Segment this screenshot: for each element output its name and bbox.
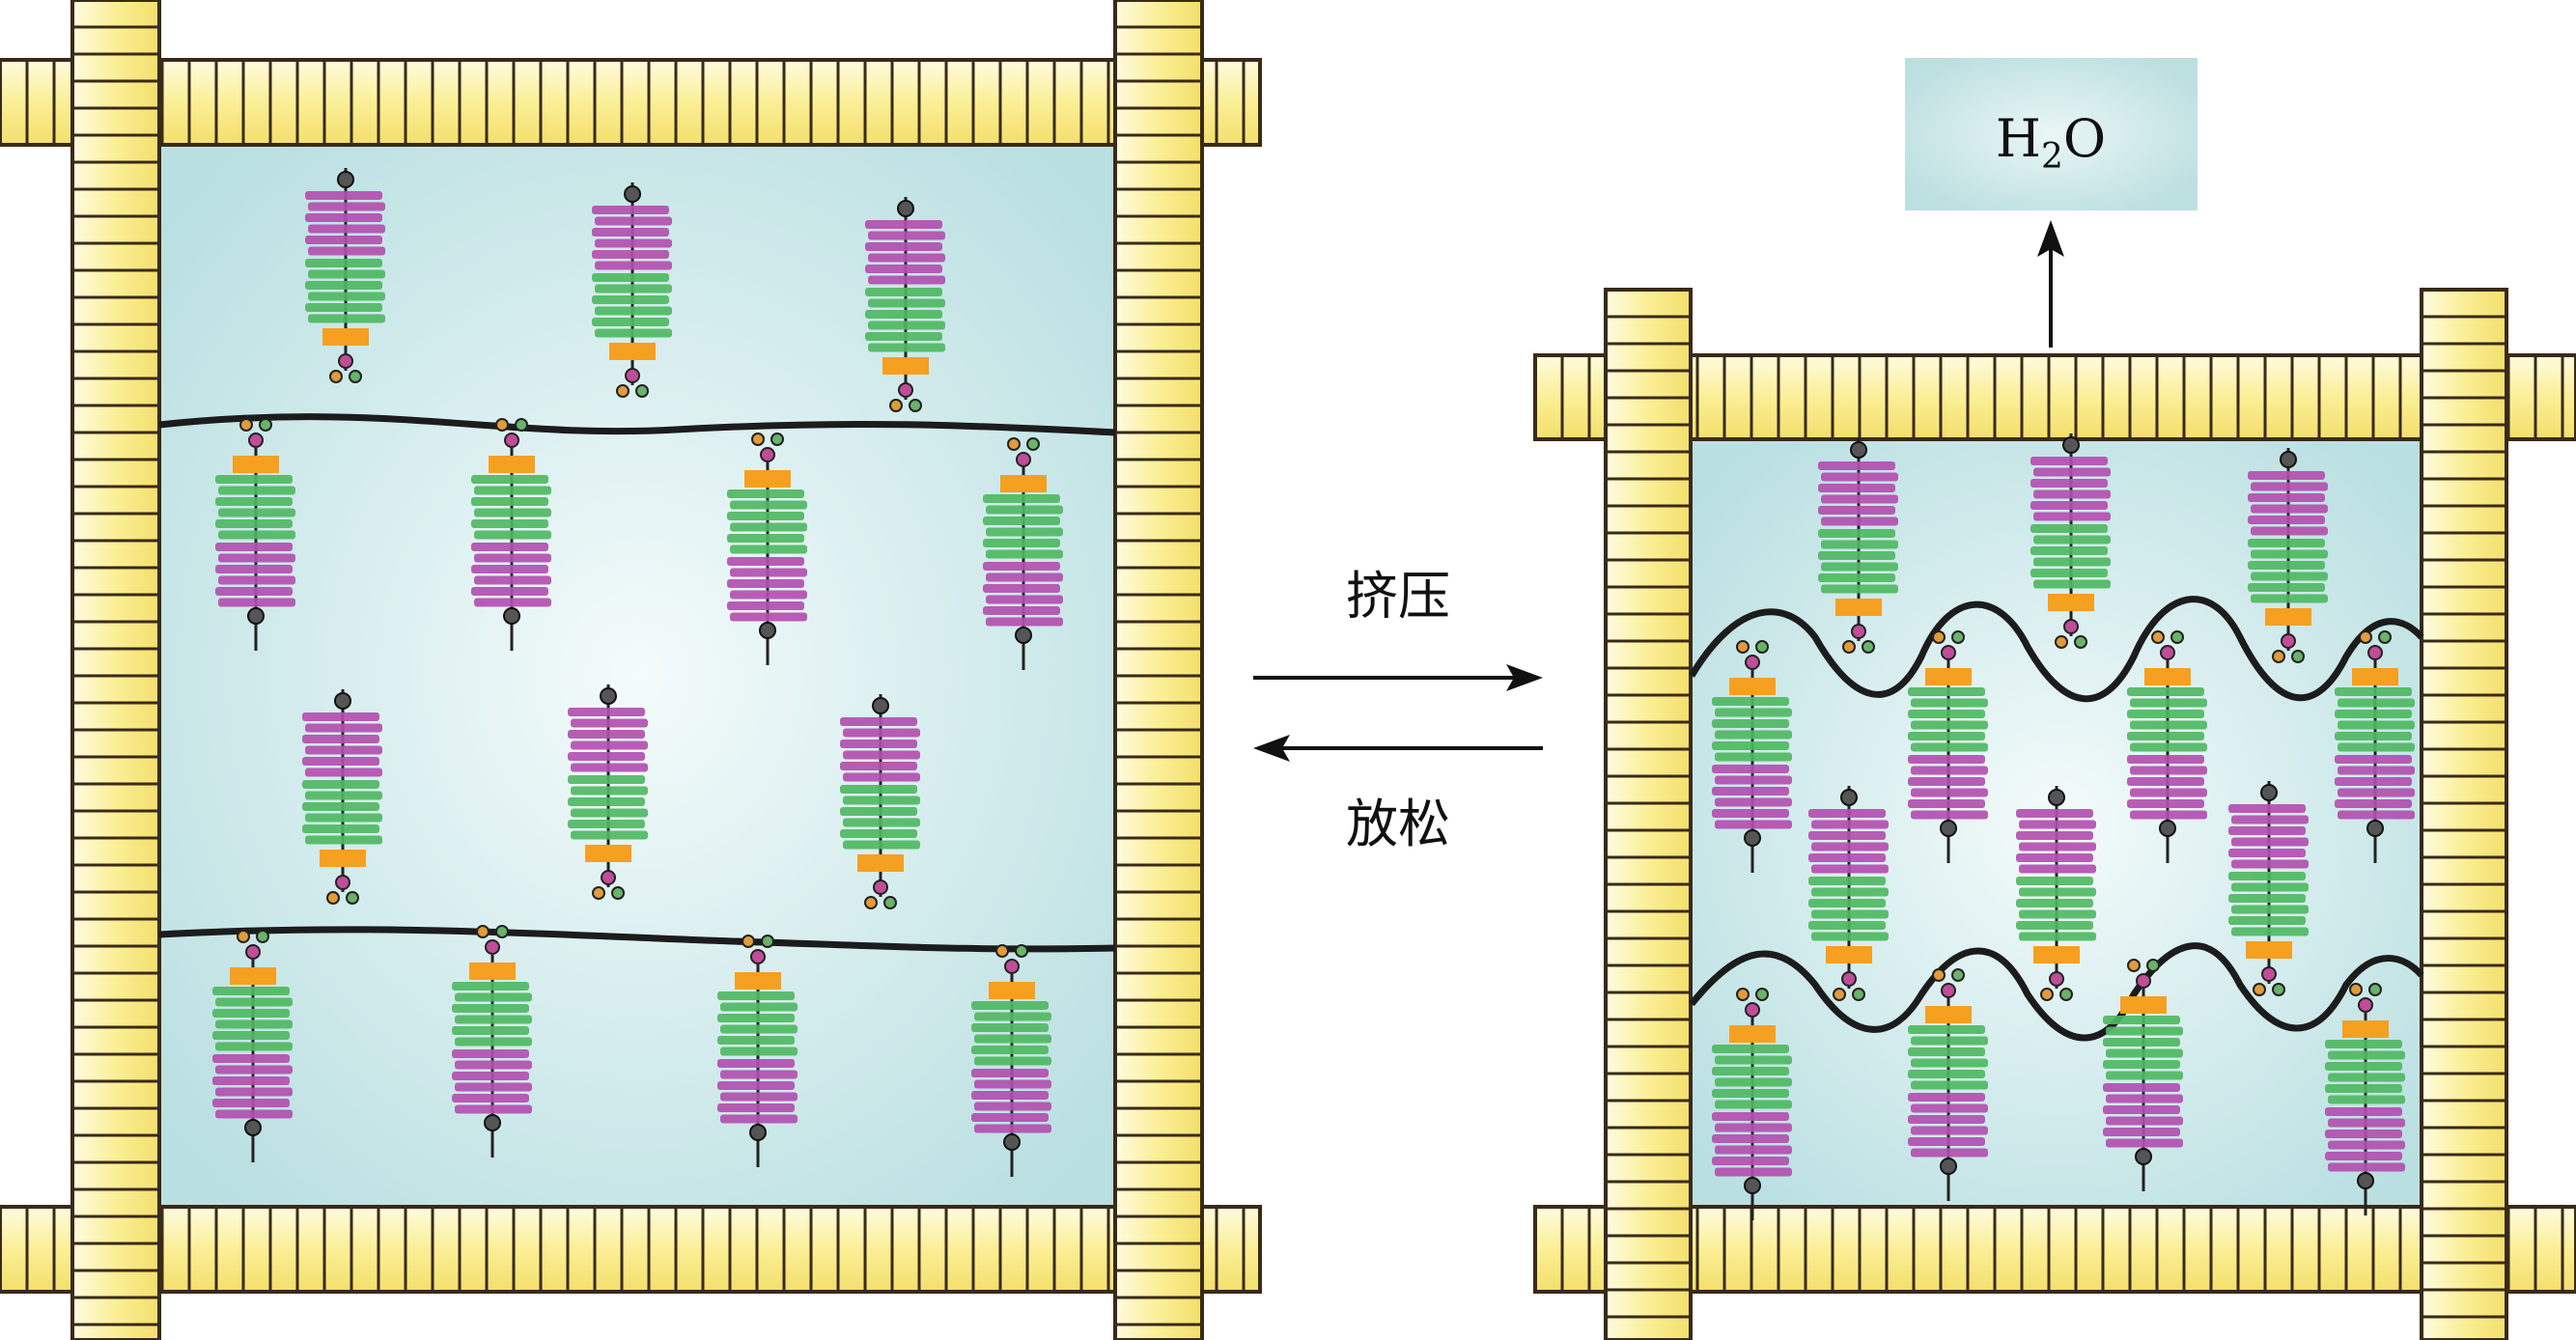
arrow-right-icon (1253, 664, 1543, 691)
right-left-post (1604, 288, 1693, 1340)
water-box (1905, 58, 2198, 210)
proteoglycan-molecule (1712, 988, 1792, 1220)
right-upper-strand-2 (1689, 942, 2424, 1042)
right-right-post (2420, 288, 2508, 1340)
left-upper-strand (158, 413, 1116, 436)
proteoglycan-molecule (2228, 781, 2309, 996)
proteoglycan-molecule (2103, 959, 2183, 1191)
water-tail: O (2063, 108, 2106, 169)
left-lower-strand (158, 926, 1116, 953)
right-upper-strand (1688, 596, 2424, 703)
process-arrows: 挤压 放松 (1253, 566, 1543, 854)
proteoglycan-molecule (840, 694, 920, 909)
left-right-post (1113, 0, 1204, 1340)
proteoglycan-molecule (971, 944, 1051, 1177)
proteoglycan-molecule (592, 182, 672, 398)
proteoglycan-molecule (215, 418, 295, 651)
proteoglycan-molecule (2016, 786, 2096, 1001)
arrow-left-icon (1253, 735, 1543, 762)
proteoglycan-molecule (1712, 640, 1792, 873)
compressed-state-panel (1533, 288, 2576, 1340)
left-molecules (212, 168, 1063, 1177)
relaxed-state-panel (0, 0, 1262, 1340)
water-subscript: 2 (2041, 137, 2063, 177)
proteoglycan-molecule (2248, 448, 2328, 663)
proteoglycan-molecule (302, 689, 382, 905)
release-label: 放松 (1346, 794, 1450, 854)
arrow-up-icon (2037, 220, 2064, 348)
water-output: H2O (1905, 58, 2198, 348)
proteoglycan-molecule (727, 433, 807, 665)
proteoglycan-molecule (1908, 630, 1988, 863)
proteoglycan-molecule (717, 935, 798, 1167)
left-top-beam (0, 58, 1262, 147)
proteoglycan-molecule (2325, 983, 2405, 1215)
proteoglycan-molecule (305, 168, 385, 383)
proteoglycan-molecule (568, 684, 648, 900)
right-beam-frame (1533, 288, 2576, 1340)
proteoglycan-molecule (865, 197, 945, 412)
proteoglycan-molecule (212, 930, 293, 1162)
proteoglycan-molecule (1808, 786, 1889, 1001)
right-bottom-beam (1533, 1205, 2576, 1294)
compress-label: 挤压 (1346, 566, 1450, 627)
left-strands (158, 413, 1116, 953)
proteoglycan-molecule (2030, 433, 2111, 649)
proteoglycan-molecule (1818, 438, 1898, 654)
right-strands (1688, 596, 2424, 1042)
proteoglycan-molecule (983, 437, 1063, 670)
proteoglycan-molecule (452, 925, 532, 1158)
proteoglycan-molecule (2127, 630, 2207, 863)
proteoglycan-molecule (471, 418, 551, 651)
left-left-post (70, 0, 161, 1340)
proteoglycan-molecule (2335, 630, 2415, 863)
right-molecules (1712, 433, 2415, 1220)
left-beam-frame (0, 0, 1262, 1340)
left-bottom-beam (0, 1205, 1262, 1294)
water-base: H (1996, 108, 2041, 169)
proteoglycan-molecule (1908, 968, 1988, 1201)
water-formula: H2O (1996, 108, 2106, 177)
